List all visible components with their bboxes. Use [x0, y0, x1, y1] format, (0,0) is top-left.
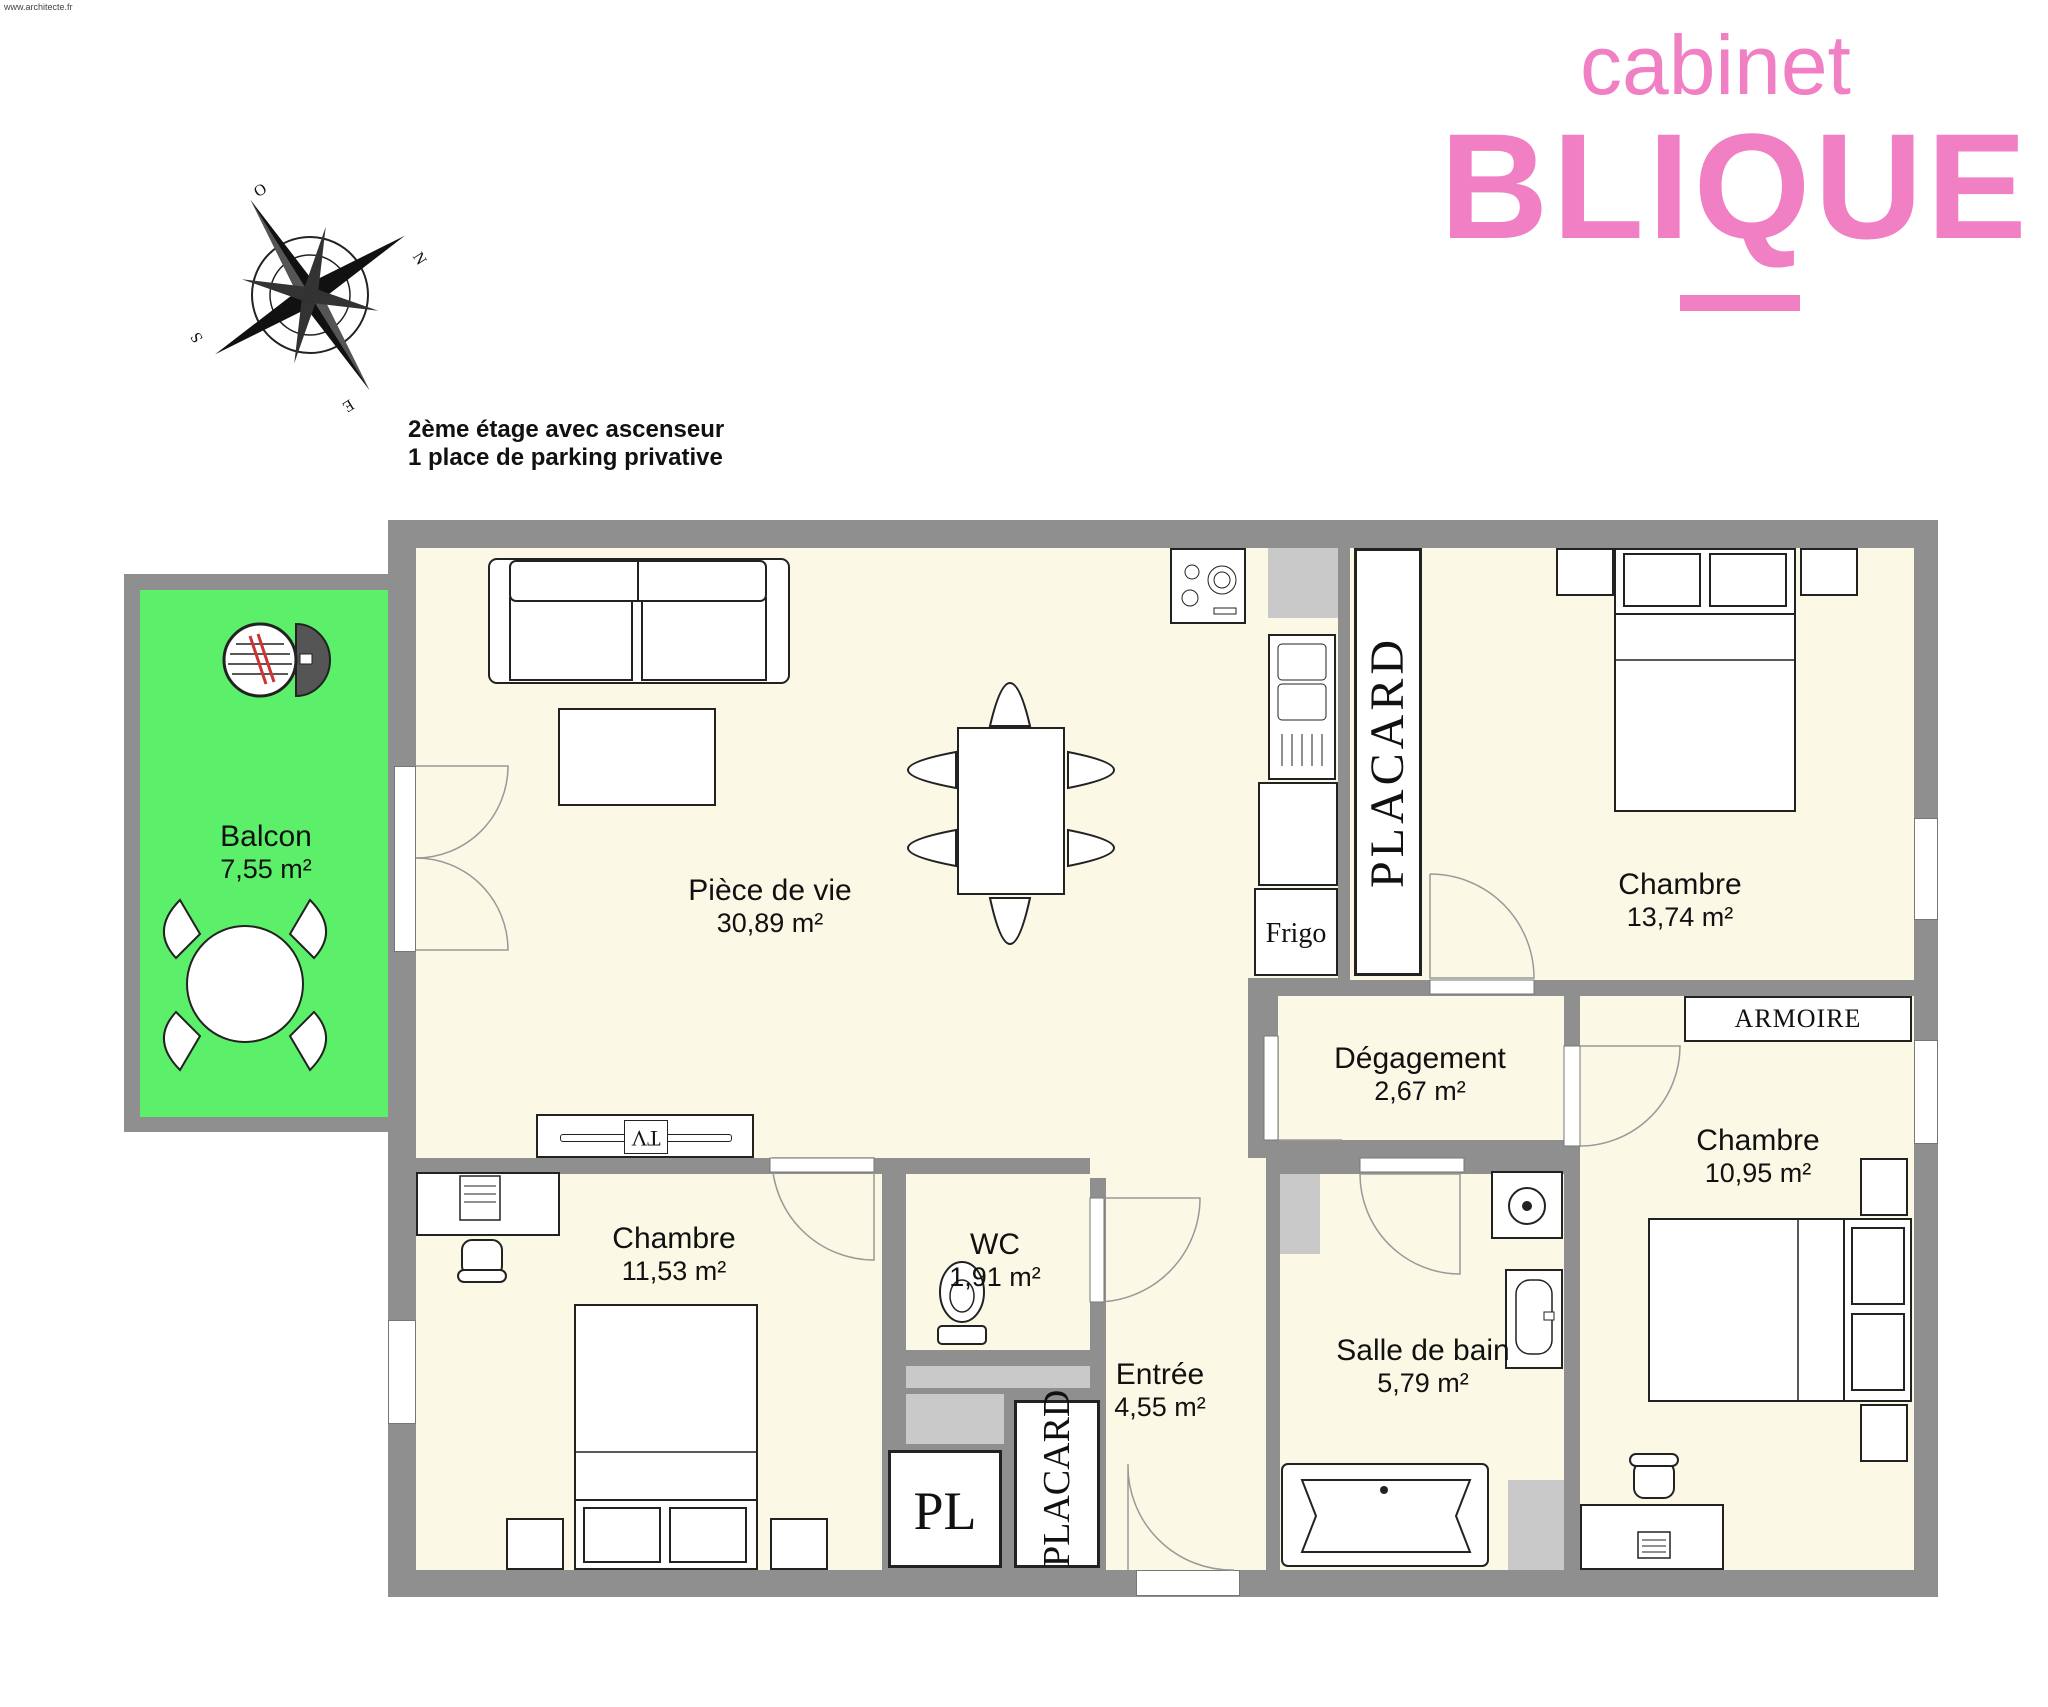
compass-rose-icon: [215, 200, 405, 390]
label-entree-name: Entrée: [1115, 1358, 1205, 1391]
bbq-grill-icon: [222, 622, 331, 698]
label-balcon-area: 7,55 m²: [220, 854, 312, 884]
brand-line1: cabinet: [1580, 18, 1851, 112]
label-balcon: Balcon 7,55 m²: [168, 820, 364, 884]
label-piece-name: Pièce de vie: [688, 874, 852, 907]
nightstand-c1-left: [1556, 548, 1614, 596]
placard-big: PLACARD: [1354, 548, 1422, 976]
placard-pl: PL: [888, 1450, 1002, 1568]
tv-label: TV: [624, 1120, 668, 1154]
placard-small-label: PLACARD: [1036, 1389, 1078, 1567]
fridge-label: Frigo: [1265, 918, 1327, 949]
washing-machine: [1491, 1171, 1563, 1239]
tv-stand: TV: [536, 1114, 754, 1158]
label-entree-area: 4,55 m²: [1114, 1392, 1206, 1422]
label-degagement: Dégagement 2,67 m²: [1300, 1042, 1540, 1106]
label-wc-name: WC: [970, 1228, 1020, 1261]
label-degagement-area: 2,67 m²: [1374, 1076, 1466, 1106]
nightstand-c2-bottom: [1860, 1404, 1908, 1462]
note-floor: 2ème étage avec ascenseur: [408, 416, 725, 443]
label-chambre2-name: Chambre: [1696, 1124, 1820, 1157]
label-piece-de-vie: Pièce de vie 30,89 m²: [640, 874, 900, 938]
label-chambre-1: Chambre 13,74 m²: [1580, 868, 1780, 932]
compass-rose: O N S E: [175, 170, 445, 420]
watermark-credit: www.architecte.fr: [4, 2, 73, 12]
shaft-wc-2: [906, 1366, 1090, 1388]
sofa: [488, 558, 790, 684]
label-chambre1-area: 13,74 m²: [1626, 902, 1734, 932]
brand-line2: BLIQUE: [1440, 102, 2031, 270]
coffee-table: [558, 708, 716, 806]
nightstand-c2-top: [1860, 1158, 1908, 1216]
label-sdb-name: Salle de bain: [1336, 1334, 1510, 1367]
shaft-kitchen: [1268, 548, 1338, 618]
bed-chambre-3: [574, 1304, 758, 1570]
label-piece-area: 30,89 m²: [716, 908, 824, 938]
kitchen-sink: [1268, 634, 1336, 780]
label-degagement-name: Dégagement: [1334, 1042, 1506, 1075]
label-wc-area: 1,91 m²: [949, 1262, 1041, 1292]
shaft-wc: [906, 1394, 1004, 1444]
shaft-sdb-2: [1508, 1480, 1564, 1570]
label-chambre-3: Chambre 11,53 m²: [574, 1222, 774, 1286]
label-sdb-area: 5,79 m²: [1377, 1368, 1469, 1398]
label-chambre-2: Chambre 10,95 m²: [1658, 1124, 1858, 1188]
bed-chambre-2: [1648, 1218, 1912, 1402]
fridge: Frigo: [1254, 888, 1338, 976]
bathroom-sink: [1505, 1269, 1563, 1369]
label-chambre3-area: 11,53 m²: [621, 1256, 727, 1286]
brand-logo: cabinet BLIQUE: [1440, 20, 2040, 330]
window-chambre-1: [1914, 818, 1938, 920]
label-balcon-name: Balcon: [220, 820, 312, 853]
kitchen-counter: [1258, 782, 1338, 886]
window-balcony: [394, 766, 416, 952]
placard-pl-label: PL: [913, 1481, 977, 1541]
brand-underline: [1680, 295, 1800, 311]
dining-table: [907, 682, 1115, 945]
window-entree: [1136, 1570, 1240, 1596]
balcony-table: [162, 898, 328, 1072]
label-salle-de-bain: Salle de bain 5,79 m²: [1308, 1334, 1538, 1398]
label-wc: WC 1,91 m²: [920, 1228, 1070, 1292]
window-chambre-2: [1914, 1040, 1938, 1144]
nightstand-c1-right: [1800, 548, 1858, 596]
room-wc: [906, 1174, 1090, 1350]
office-chair-c3: [457, 1175, 507, 1283]
bathtub: [1281, 1463, 1489, 1567]
armoire-label: ARMOIRE: [1734, 1004, 1862, 1033]
room-cuisine-top: [1248, 548, 1268, 618]
note-parking: 1 place de parking privative: [408, 444, 723, 471]
office-chair-c2: [1629, 1453, 1679, 1559]
placard-small: PLACARD: [1014, 1389, 1100, 1568]
placard-big-label: PLACARD: [1361, 635, 1414, 889]
window-chambre-3: [388, 1320, 416, 1424]
label-chambre3-name: Chambre: [612, 1222, 736, 1255]
label-entree: Entrée 4,55 m²: [1100, 1358, 1220, 1422]
cooktop: [1170, 548, 1246, 624]
label-chambre2-area: 10,95 m²: [1704, 1158, 1812, 1188]
bed-chambre-1: [1614, 548, 1796, 812]
nightstand-c3-right: [770, 1518, 828, 1570]
shaft-sdb: [1280, 1174, 1320, 1254]
toilet-icon: [937, 1261, 987, 1345]
label-chambre1-name: Chambre: [1618, 868, 1742, 901]
room-entree-upper: [1090, 1158, 1266, 1178]
nightstand-c3-left: [506, 1518, 564, 1570]
armoire: ARMOIRE: [1684, 996, 1912, 1042]
